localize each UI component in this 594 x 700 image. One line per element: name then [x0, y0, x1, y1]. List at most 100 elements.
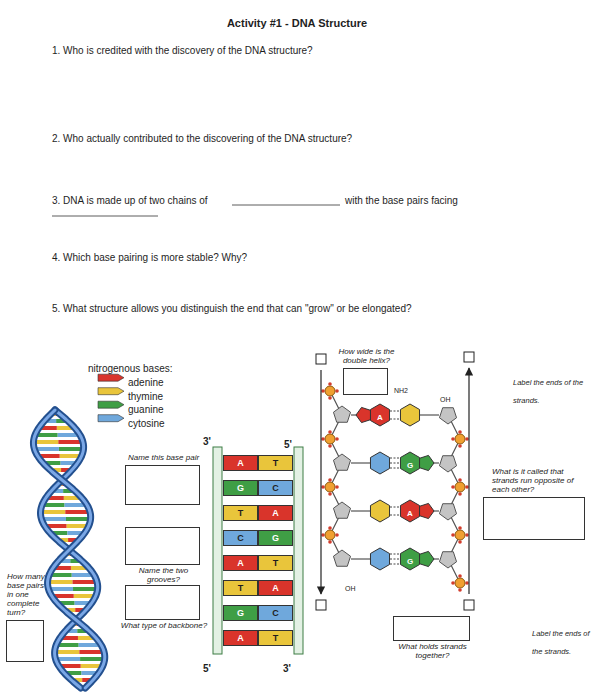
- label-wrap: 3': [203, 431, 211, 449]
- base-block: A: [223, 555, 258, 571]
- prompt-text: Label the ends of the strands.: [532, 629, 590, 656]
- direction-arrows: [321, 368, 469, 594]
- label-wrap: A: [407, 502, 413, 520]
- base-letter: A: [237, 459, 244, 468]
- label-wrap: 3. DNA is made up of two chains of: [52, 190, 208, 208]
- base-letter: A: [272, 584, 279, 593]
- base-letter: T: [273, 634, 279, 643]
- prompt-wrap: Name the two grooves?: [126, 567, 201, 585]
- prompt-text: Name this base pair: [126, 454, 201, 463]
- legend-text: cytosine: [128, 418, 165, 429]
- label-wrap: OH: [345, 577, 356, 595]
- base-block: C: [258, 480, 293, 496]
- strand-end: 5': [203, 663, 211, 674]
- label-wrap: with the base pairs facing: [345, 190, 458, 208]
- legend-swatches: [98, 374, 124, 422]
- answer-box: What is it called that strands run oppos…: [483, 497, 585, 540]
- base-letter: A: [377, 413, 383, 422]
- legend-wrap: adenine: [128, 372, 164, 390]
- label-wrap: 4. Which base pairing is more stable? Wh…: [52, 247, 247, 265]
- label-wrap: 1. Who is credited with the discovery of…: [52, 40, 313, 58]
- base-letter: A: [407, 509, 413, 518]
- label-wrap: G: [407, 454, 413, 472]
- question-text: 3. DNA is made up of two chains of: [52, 195, 208, 206]
- base-letter: G: [272, 534, 279, 543]
- label-wrap: NH2: [394, 379, 408, 397]
- answer-blanks: [52, 205, 340, 216]
- end-label-boxes: [316, 352, 474, 610]
- base-block: T: [223, 580, 258, 596]
- question-text: with the base pairs facing: [345, 195, 458, 206]
- prompt-wrap: What type of backbone?: [119, 622, 209, 631]
- base-letter: T: [238, 509, 244, 518]
- chemical-structure: [321, 382, 469, 592]
- base-block: T: [258, 555, 293, 571]
- legend-text: thymine: [128, 391, 163, 402]
- prompt-wrap: What is it called that strands run oppos…: [492, 468, 584, 495]
- ladder-backbone: [213, 447, 303, 654]
- base-block: C: [223, 530, 258, 546]
- title-wrap: Activity #1 - DNA Structure: [0, 13, 594, 31]
- base-block: T: [258, 455, 293, 471]
- prompt-text: How many base pairs in one complete turn…: [7, 573, 47, 618]
- legend-swatch: [98, 415, 124, 422]
- chem-group: NH2: [394, 387, 408, 394]
- chem-group: OH: [440, 396, 451, 403]
- label-wrap: A: [377, 406, 383, 424]
- prompt-wrap: How many base pairs in one complete turn…: [7, 573, 47, 618]
- base-block: G: [258, 530, 293, 546]
- base-letter: C: [237, 534, 244, 543]
- base-letter: T: [238, 584, 244, 593]
- label-wrap: 5. What structure allows you distinguish…: [52, 298, 412, 316]
- prompt-text: What holds strands together?: [394, 643, 471, 661]
- base-letter: A: [272, 509, 279, 518]
- base-letter: G: [237, 609, 244, 618]
- prompt-text: Name the two grooves?: [126, 567, 201, 585]
- legend-wrap: thymine: [128, 386, 163, 404]
- question-text: 1. Who is credited with the discovery of…: [52, 45, 313, 56]
- base-letter: A: [237, 634, 244, 643]
- legend-swatch: [98, 388, 124, 395]
- strand-end: 5': [284, 439, 292, 450]
- question-text: 2. Who actually contributed to the disco…: [52, 133, 352, 144]
- label-wrap: OH: [440, 388, 451, 406]
- prompt-text: How wide is the double helix?: [336, 348, 397, 366]
- answer-box: Name the two grooves?: [125, 527, 200, 565]
- base-block: T: [223, 505, 258, 521]
- base-letter: A: [237, 559, 244, 568]
- label-wrap: Label the ends of the strands.: [513, 371, 587, 408]
- legend-heading: nitrogenous bases:: [88, 363, 173, 374]
- legend-wrap: guanine: [128, 399, 164, 417]
- base-block: G: [223, 480, 258, 496]
- chem-group: OH: [345, 585, 356, 592]
- label-wrap: 5': [284, 434, 292, 452]
- base-block: G: [223, 605, 258, 621]
- legend-wrap: cytosine: [128, 413, 165, 431]
- legend-swatch: [98, 374, 124, 381]
- question-text: 4. Which base pairing is more stable? Wh…: [52, 252, 247, 263]
- base-letter: T: [273, 459, 279, 468]
- label-wrap: Label the ends of the strands.: [532, 622, 590, 659]
- legend-swatch: [98, 401, 124, 408]
- prompt-wrap: How wide is the double helix?: [336, 348, 397, 366]
- double-helix: [33, 410, 104, 688]
- prompt-text: What type of backbone?: [119, 622, 209, 631]
- label-wrap: 2. Who actually contributed to the disco…: [52, 128, 352, 146]
- answer-box: How wide is the double helix?: [343, 368, 388, 395]
- prompt-text: Label the ends of the strands.: [513, 378, 583, 405]
- base-letter: G: [237, 484, 244, 493]
- question-text: 5. What structure allows you distinguish…: [52, 303, 412, 314]
- base-letter: C: [272, 484, 279, 493]
- answer-box: How many base pairs in one complete turn…: [6, 620, 44, 662]
- base-block: A: [258, 505, 293, 521]
- legend-text: adenine: [128, 377, 164, 388]
- label-wrap: nitrogenous bases:: [88, 358, 173, 376]
- base-letter: C: [272, 609, 279, 618]
- base-letter: G: [407, 557, 413, 566]
- prompt-wrap: What holds strands together?: [394, 643, 471, 661]
- base-block: T: [258, 630, 293, 646]
- strand-end: 3': [283, 663, 291, 674]
